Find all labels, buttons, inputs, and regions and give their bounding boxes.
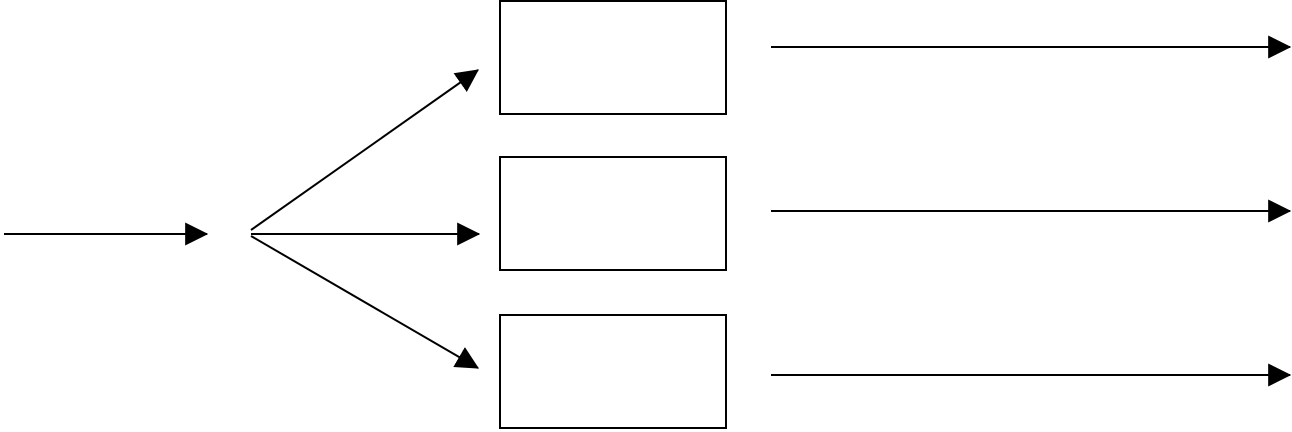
middle-box xyxy=(499,156,727,271)
bottom-box xyxy=(499,314,727,429)
top-box xyxy=(499,0,727,115)
branch-arrow-top xyxy=(250,69,479,231)
branch-arrow-bottom xyxy=(250,235,479,369)
